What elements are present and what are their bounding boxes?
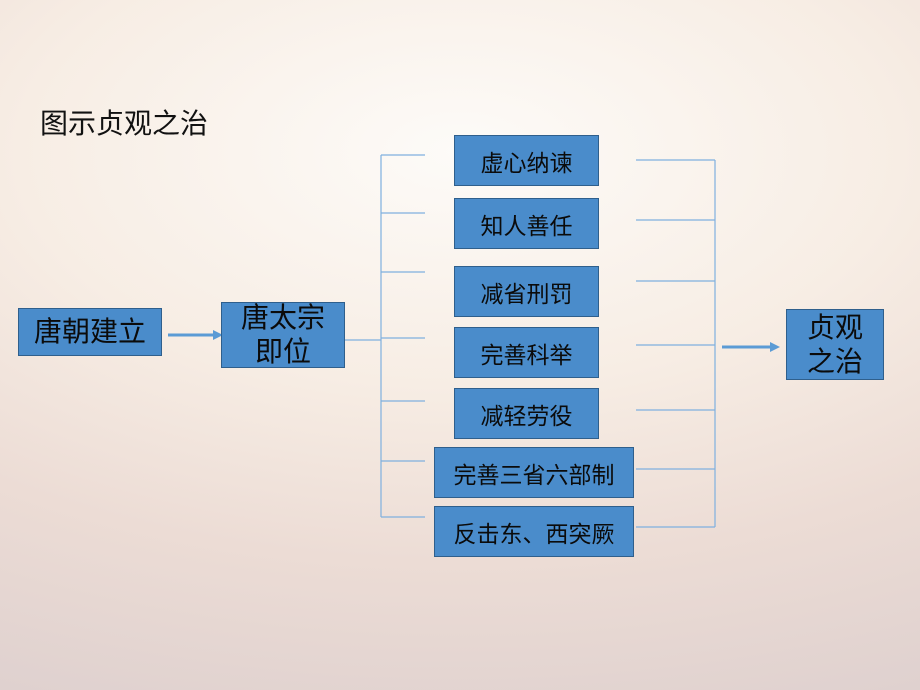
node-taizong-line2: 即位 xyxy=(254,335,311,368)
node-zhenguan-rule: 贞观 之治 xyxy=(786,309,884,380)
measure-label: 知人善任 xyxy=(480,213,573,240)
measure-box: 完善三省六部制 xyxy=(434,447,634,498)
measure-box: 减省刑罚 xyxy=(454,266,599,317)
measure-label: 完善科举 xyxy=(480,342,573,369)
measure-label: 完善三省六部制 xyxy=(453,462,615,489)
arrow-start-to-middle xyxy=(168,330,223,340)
node-taizong-line1: 唐太宗 xyxy=(240,301,325,334)
node-tang-founded: 唐朝建立 xyxy=(18,308,162,356)
measure-box: 虚心纳谏 xyxy=(454,135,599,186)
measure-label: 减省刑罚 xyxy=(480,281,573,308)
node-zhenguan-line1: 贞观 xyxy=(806,310,863,344)
measure-box: 知人善任 xyxy=(454,198,599,249)
measure-label: 虚心纳谏 xyxy=(480,150,573,177)
measure-label: 反击东、西突厥 xyxy=(453,521,615,548)
measure-box: 减轻劳役 xyxy=(454,388,599,439)
arrow-to-result xyxy=(722,342,780,352)
measure-label: 减轻劳役 xyxy=(480,403,573,430)
node-zhenguan-line2: 之治 xyxy=(806,344,863,378)
measure-box: 反击东、西突厥 xyxy=(434,506,634,557)
measure-box: 完善科举 xyxy=(454,327,599,378)
node-tang-founded-label: 唐朝建立 xyxy=(33,315,146,348)
node-taizong-accession: 唐太宗 即位 xyxy=(221,301,345,368)
slide-title: 图示贞观之治 xyxy=(40,107,209,140)
